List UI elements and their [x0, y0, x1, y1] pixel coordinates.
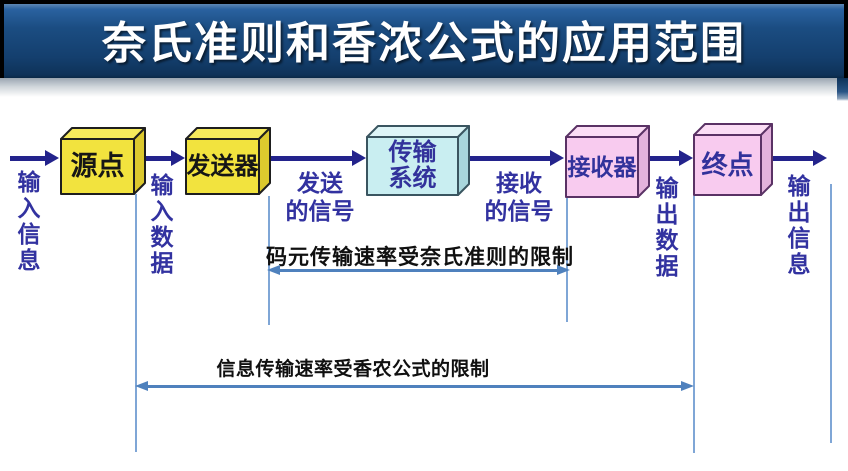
flow-label-sent-signal: 发送 的信号 — [285, 170, 355, 224]
node-receiver-label: 接收器 — [567, 153, 637, 180]
box-3d-shape — [185, 127, 271, 195]
flow-label-input-info: 输入信息 — [14, 170, 40, 274]
flow-label-received-signal: 接收 的信号 — [484, 170, 554, 224]
flow-label-input-data: 输入数据 — [147, 173, 173, 277]
node-destination-label: 终点 — [701, 149, 754, 180]
flow-arrow-out-of-destination — [773, 150, 827, 166]
box-3d-shape — [693, 123, 773, 196]
node-source-label: 源点 — [70, 150, 125, 181]
box-3d-shape — [366, 125, 470, 196]
node-destination — [692, 122, 774, 202]
node-transmission-system — [365, 124, 471, 202]
flow-arrow-into-source — [10, 150, 59, 166]
nyquist-range-arrow — [267, 264, 570, 276]
guide-line-destination — [693, 196, 695, 453]
flow-arrow-source-to-transmitter — [146, 150, 185, 166]
node-source — [59, 126, 147, 201]
flow-label-output-info: 输出信息 — [784, 174, 810, 278]
shannon-limit-label: 信息传输速率受香农公式的限制 — [216, 359, 490, 380]
node-receiver — [564, 124, 651, 204]
node-transmitter — [184, 126, 272, 201]
guide-line-receiver — [566, 198, 568, 322]
shannon-range-arrow — [135, 380, 694, 392]
slide-title: 奈氏准则和香浓公式的应用范围 — [102, 19, 746, 68]
node-transmitter-label: 发送器 — [186, 152, 259, 180]
guide-line-right-edge — [830, 184, 832, 443]
flow-arrow-receiver-to-destination — [650, 150, 693, 166]
flow-arrow-transmitter-to-system — [271, 150, 366, 166]
node-transmission-system-label: 传输 系统 — [388, 139, 437, 192]
flow-arrow-system-to-receiver — [470, 150, 564, 166]
title-banner-gradient: 奈氏准则和香浓公式的应用范围 — [4, 4, 844, 78]
banner-bottom-fade — [0, 78, 848, 97]
box-3d-shape — [565, 125, 650, 198]
flow-label-output-data: 输出数据 — [652, 176, 678, 280]
box-3d-shape — [60, 127, 146, 195]
guide-line-source — [135, 194, 137, 452]
title-banner: 奈氏准则和香浓公式的应用范围 — [0, 0, 848, 78]
nyquist-limit-label: 码元传输速率受奈氏准则的限制 — [266, 246, 574, 269]
banner-right-tab — [837, 78, 848, 101]
guide-line-transmitter — [268, 196, 270, 325]
